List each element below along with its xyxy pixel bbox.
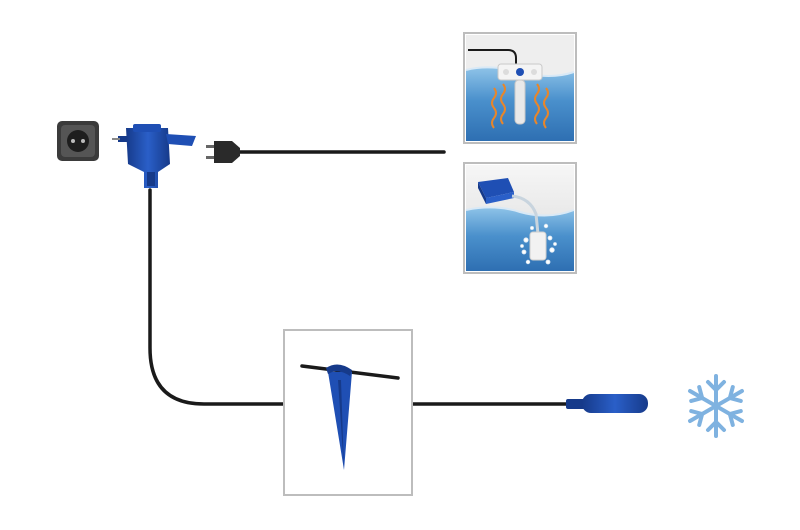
air-pump-icon [463,162,577,274]
temperature-sensor-icon [566,394,648,413]
power-plug-icon [206,141,240,163]
ground-stake-icon [283,329,413,496]
snowflake-icon [684,374,748,438]
adapter-to-stake-cable [148,188,286,406]
power-adapter-icon [112,124,196,188]
pond-heater-icon [463,32,577,144]
power-outlet-icon [57,121,99,161]
